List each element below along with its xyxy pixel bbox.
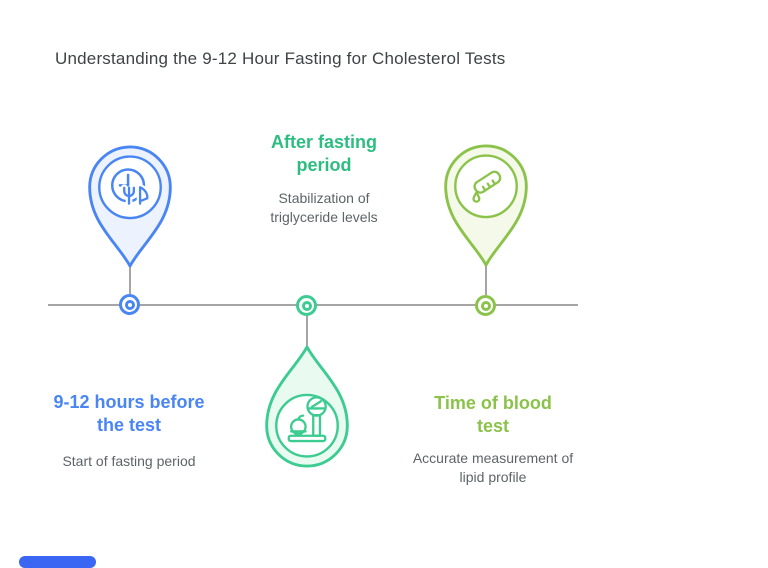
pin-blood-test [444,144,528,267]
milestone-heading-blood-test: Time of blood test [434,393,552,437]
connector-line-right [485,266,487,295]
test-tube-drop-icon [472,170,502,203]
milestone-description-after-fasting: Stabilization of triglyceride levels [270,190,378,225]
connector-line-center [306,316,308,347]
timeline-marker-blood-test [475,295,496,316]
bottom-accent-bar [19,556,96,568]
connector-line-left [129,267,131,295]
milestone-description-blood-test: Accurate measurement of lipid profile [412,450,574,485]
marker-dot [480,300,491,311]
timeline-marker-after-fasting [296,295,317,316]
timeline-marker-before-test [119,294,140,315]
marker-dot [301,300,312,311]
pin-before-test [88,145,172,268]
pin-after-fasting [265,345,349,468]
clock-utensils-icon [110,168,151,207]
marker-dot [124,299,135,310]
milestone-heading-after-fasting: After fasting period [270,132,377,176]
weighing-scale-apple-icon [287,396,327,443]
page-title: Understanding the 9-12 Hour Fasting for … [55,49,506,68]
milestone-description-before-test: Start of fasting period [62,453,196,469]
milestone-heading-before-test: 9-12 hours before the test [53,392,205,436]
